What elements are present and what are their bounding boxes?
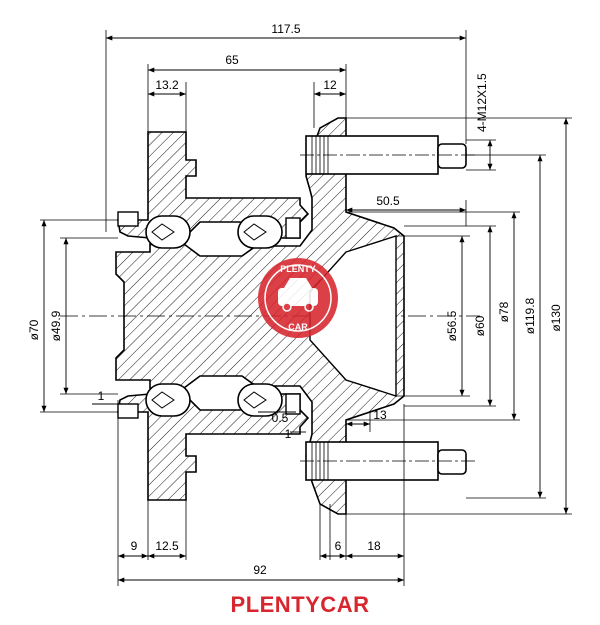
dim-92: 92 bbox=[253, 563, 267, 577]
hub-section bbox=[115, 117, 405, 515]
hub-bearing-drawing: 117.5 65 13.2 12 4-M12X1.5 50.5 13 1 0.5… bbox=[27, 22, 572, 586]
dim-1-left: 1 bbox=[98, 389, 105, 403]
dim-13-2: 13.2 bbox=[155, 78, 179, 92]
dim-dia-130: ø130 bbox=[549, 304, 563, 332]
bearing-balls bbox=[145, 215, 283, 417]
dim-65: 65 bbox=[225, 53, 239, 67]
dim-9: 9 bbox=[131, 539, 138, 553]
dim-18: 18 bbox=[367, 539, 381, 553]
dim-dia-60: ø60 bbox=[473, 315, 487, 336]
dim-dia-49-9: ø49.9 bbox=[49, 310, 63, 341]
dim-0-5: 0.5 bbox=[272, 411, 289, 425]
dim-12-5: 12.5 bbox=[155, 539, 179, 553]
logo-text-bottom: CAR bbox=[288, 322, 308, 332]
dim-stud-spec: 4-M12X1.5 bbox=[475, 73, 489, 132]
dim-dia-70: ø70 bbox=[27, 319, 41, 340]
dim-12: 12 bbox=[323, 78, 337, 92]
dim-dia-78: ø78 bbox=[497, 301, 511, 322]
dim-1-bottom: 1 bbox=[285, 427, 292, 441]
logo-text-top: PLENTY bbox=[280, 264, 316, 274]
dim-6: 6 bbox=[335, 539, 342, 553]
dim-dia-119-8: ø119.8 bbox=[523, 297, 537, 334]
dim-50-5: 50.5 bbox=[376, 194, 400, 208]
dim-13: 13 bbox=[373, 408, 387, 422]
plentycar-logo: PLENTY CAR bbox=[258, 258, 338, 338]
seals bbox=[117, 211, 301, 419]
dim-dia-56-5: ø56.5 bbox=[445, 310, 459, 341]
brand-name: PLENTYCAR bbox=[230, 592, 370, 617]
dim-117-5: 117.5 bbox=[271, 22, 300, 36]
